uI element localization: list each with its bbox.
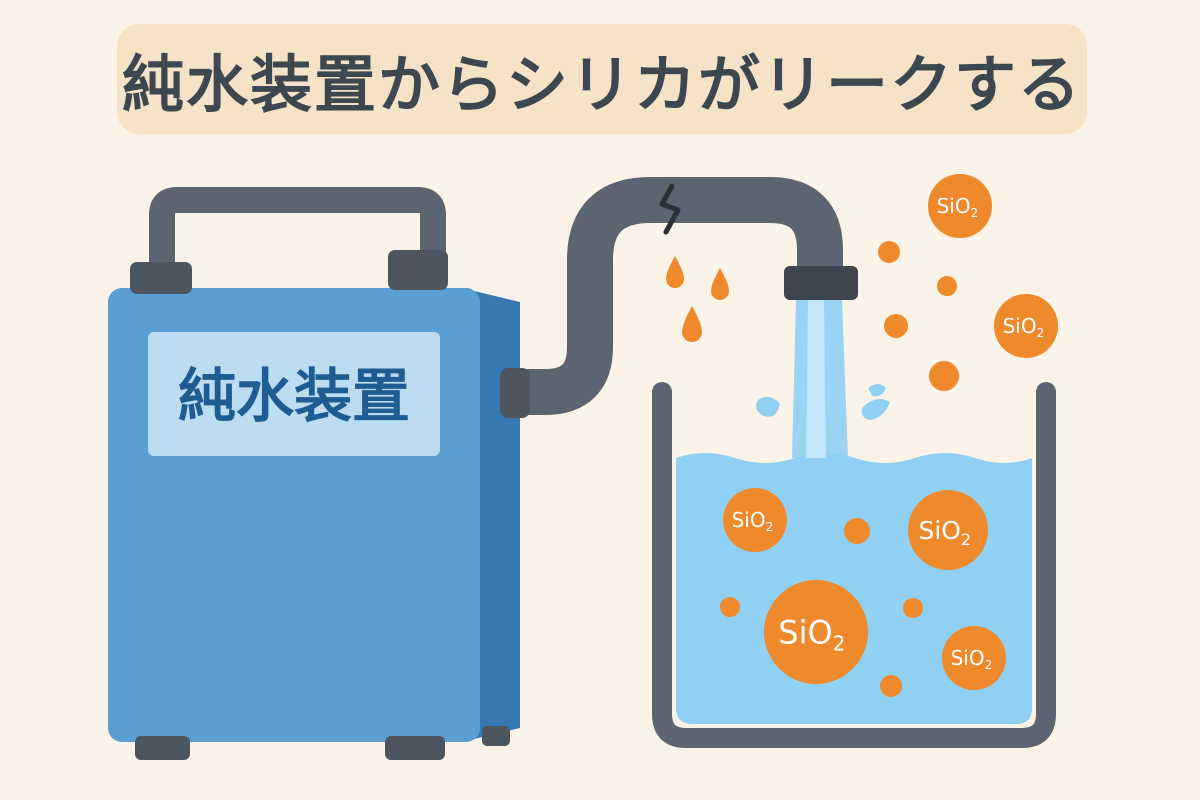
silica-dot	[929, 361, 959, 391]
silica-particle	[908, 490, 988, 570]
water-drip-icon	[682, 306, 702, 342]
silica-dot	[880, 675, 902, 697]
device-foot-right	[385, 736, 445, 760]
splash-right	[861, 399, 890, 420]
device-foot-left	[135, 736, 190, 760]
pipe-crack-icon	[659, 183, 681, 235]
pipe-body	[510, 177, 843, 415]
device-foot-back	[482, 726, 510, 746]
silica-label: SiO2	[951, 646, 993, 672]
device-label-plate	[148, 332, 440, 456]
silica-particle	[994, 294, 1058, 358]
silica-label: SiO2	[778, 614, 845, 656]
diagram-title: 純水装置からシリカがリークする	[121, 48, 1082, 121]
silica-label: SiO2	[732, 508, 774, 534]
splash-left	[756, 396, 780, 417]
device-latch-right	[388, 250, 448, 290]
silica-particle	[942, 626, 1006, 690]
silica-dot	[937, 276, 957, 296]
tank-wall	[652, 382, 1056, 748]
pipe-inlet-cap	[500, 368, 530, 418]
silica-label: SiO2	[937, 194, 979, 220]
silica-label: SiO2	[918, 516, 971, 549]
outlet-pipe	[500, 177, 858, 418]
title-banner: 純水装置からシリカがリークする	[117, 24, 1087, 134]
silica-particle	[928, 174, 992, 238]
silica-particle	[723, 488, 787, 552]
water-drip-icon	[666, 256, 684, 288]
silica-dot	[878, 241, 900, 263]
splash-drop	[868, 384, 886, 397]
silica-label: SiO2	[1003, 314, 1045, 340]
silica-dot	[720, 597, 740, 617]
silica-dot	[884, 314, 908, 338]
water-stream-highlight	[806, 300, 826, 458]
water-drip-icon	[711, 268, 729, 300]
device-label: 純水装置	[178, 362, 410, 430]
water-purifier-device: 純水装置	[108, 187, 520, 760]
silica-particle	[764, 580, 868, 684]
leak-drips	[666, 256, 729, 342]
device-latch-left	[130, 262, 192, 294]
silica-dot	[903, 598, 923, 618]
faucet-nozzle	[784, 266, 858, 300]
device-handle	[149, 187, 446, 278]
silica-dot	[844, 518, 870, 544]
